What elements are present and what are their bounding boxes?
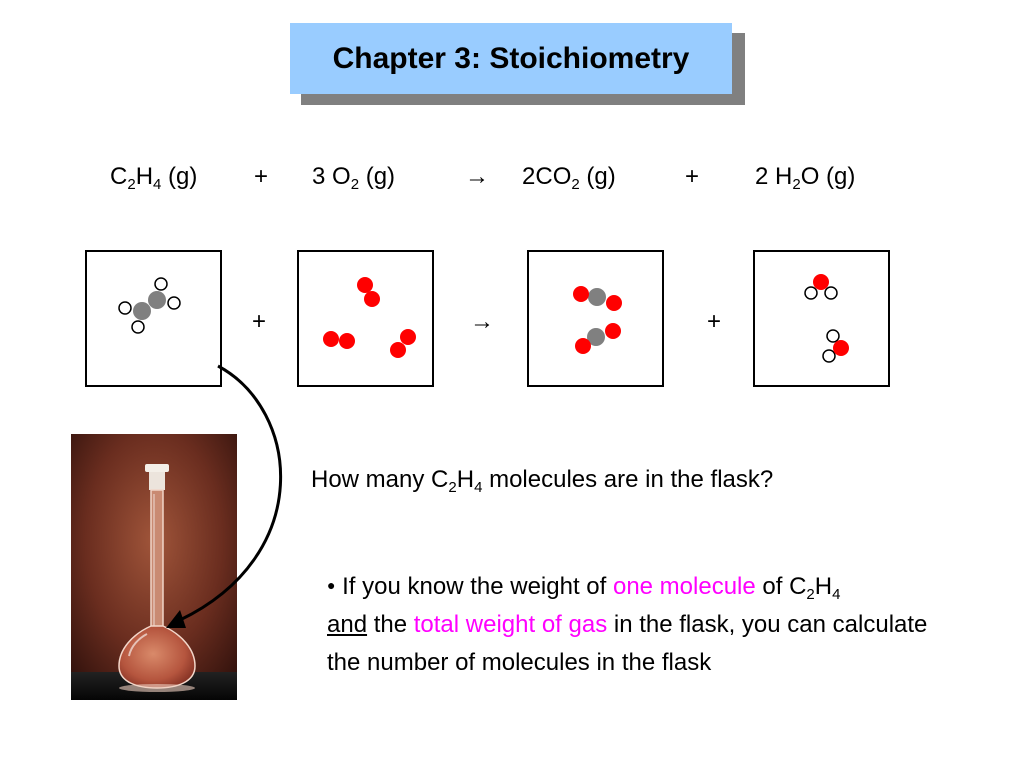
curved-arrow-line — [179, 364, 282, 622]
c2h4-molecule-icon — [118, 277, 181, 334]
bullet-text: If you know the weight of — [335, 573, 613, 600]
eq-text: H — [775, 163, 793, 190]
equation-plus-1: + — [254, 163, 269, 190]
eq-phase: (g) — [359, 163, 396, 190]
eq-subscript: 2 — [350, 176, 360, 193]
c2h4-molecule-box — [85, 250, 222, 387]
question-subscript: 4 — [474, 479, 483, 496]
bullet-text: of C — [755, 573, 807, 600]
question-part: molecules are in the flask? — [482, 466, 774, 493]
highlight-one-molecule: one molecule — [612, 573, 756, 600]
eq-text: O — [332, 163, 351, 190]
bullet-text: in the flask, you can calculate the numb… — [327, 611, 928, 676]
eq-subscript: 2 — [571, 176, 580, 193]
equation-product-co2: 2CO2 (g) — [522, 163, 616, 193]
diagram-arrow: → — [470, 308, 494, 335]
h2o-molecules-icon — [804, 274, 849, 363]
eq-phase: (g) — [161, 163, 198, 190]
eq-subscript: 4 — [153, 176, 162, 193]
question-subscript: 2 — [448, 479, 457, 496]
eq-subscript: 2 — [792, 176, 801, 193]
highlight-total-weight: total weight of gas — [413, 611, 608, 638]
h2o-molecules-box — [753, 250, 890, 387]
eq-coefficient: 3 — [312, 163, 326, 190]
eq-coefficient: 2 — [755, 163, 769, 190]
equation-reactant-c2h4: C2H4 (g) — [110, 163, 198, 193]
eq-subscript: 2 — [127, 176, 136, 193]
diagram-plus-1: + — [252, 308, 267, 335]
bullet-text: the — [367, 611, 414, 638]
eq-text: C — [110, 163, 128, 190]
bullet-point: ● If you know the weight of one molecule… — [327, 566, 967, 682]
co2-molecules-box — [527, 250, 664, 387]
eq-phase: (g) — [579, 163, 616, 190]
eq-phase: (g) — [819, 163, 856, 190]
diagram-plus-2: + — [707, 308, 722, 335]
bullet-subscript: 4 — [832, 586, 841, 603]
bullet-subscript: 2 — [806, 586, 815, 603]
eq-text: O — [800, 163, 820, 190]
question-text: How many C2H4 molecules are in the flask… — [311, 466, 774, 496]
slide-title: Chapter 3: Stoichiometry — [290, 23, 732, 94]
equation-plus-2: + — [685, 163, 700, 190]
o2-molecules-icon — [323, 277, 416, 358]
eq-text: CO — [535, 163, 572, 190]
equation-arrow: → — [465, 163, 489, 190]
question-part: H — [456, 466, 475, 493]
underlined-and: and — [327, 611, 368, 638]
bullet-dot-icon: ● — [327, 577, 336, 593]
co2-molecules-icon — [573, 286, 622, 354]
question-part: How many C — [311, 466, 449, 493]
equation-product-h2o: 2 H2O (g) — [755, 163, 856, 193]
eq-coefficient: 2 — [522, 163, 536, 190]
slide-title-text: Chapter 3: Stoichiometry — [332, 41, 690, 75]
eq-text: H — [135, 163, 154, 190]
o2-molecules-box — [297, 250, 434, 387]
arrow-head-icon — [166, 610, 186, 628]
bullet-text: H — [814, 573, 833, 600]
equation-reactant-o2: 3 O2 (g) — [312, 163, 396, 193]
volumetric-flask-photo — [71, 434, 237, 700]
